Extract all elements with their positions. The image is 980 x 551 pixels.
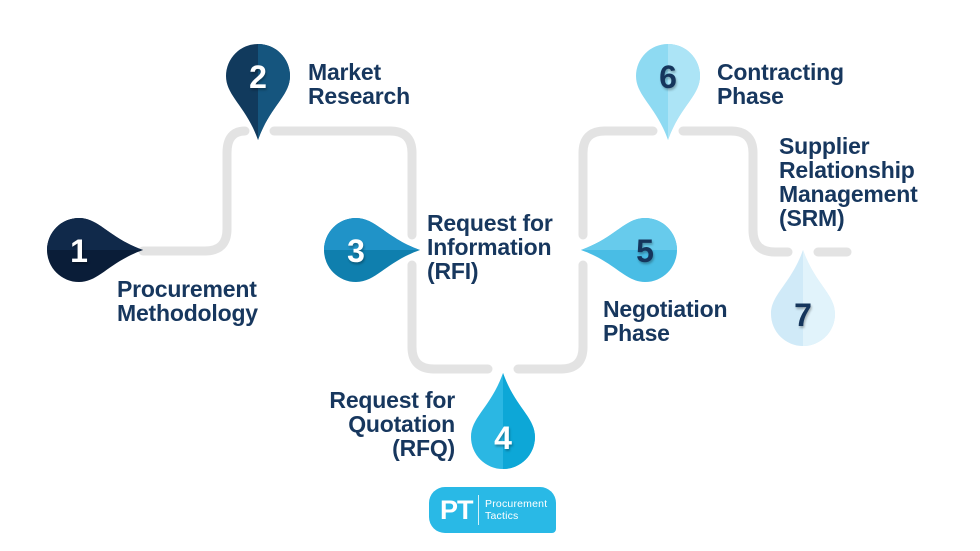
logo-monogram: PT — [440, 494, 474, 525]
step-label-4: Request for Quotation (RFQ) — [329, 387, 455, 461]
step-marker-7: 7 — [767, 246, 839, 350]
logo-name: Procurement Tactics — [485, 498, 547, 523]
step-number-1: 1 — [70, 233, 88, 269]
logo-divider — [477, 495, 480, 525]
step-marker-4: 4 — [467, 369, 539, 473]
step-marker-5: 5 — [577, 214, 681, 286]
step-label-6: Contracting Phase — [717, 59, 844, 109]
drop-shape-2-highlight — [258, 44, 290, 140]
drop-shape-3-highlight — [324, 218, 420, 250]
drop-shape-5-highlight — [581, 218, 677, 250]
step-number-3: 3 — [347, 233, 365, 269]
step-number-7: 7 — [794, 297, 812, 333]
step-marker-2: 2 — [222, 40, 294, 144]
logo-name-line1: Procurement — [485, 497, 548, 510]
drop-shape-4-highlight — [503, 373, 535, 469]
drop-shape-1-highlight — [47, 218, 143, 250]
step-marker-6: 6 — [632, 40, 704, 144]
step-number-6: 6 — [659, 59, 677, 95]
logo-procurement-tactics: PT Procurement Tactics — [429, 487, 556, 533]
drop-shape-7-highlight — [803, 250, 835, 346]
step-number-4: 4 — [494, 420, 512, 456]
step-label-1: Procurement Methodology — [117, 276, 258, 326]
step-label-2: Market Research — [308, 59, 410, 109]
step-marker-3: 3 — [320, 214, 424, 286]
step-label-5: Negotiation Phase — [603, 296, 728, 346]
logo-name-line2: Tactics — [485, 510, 519, 522]
step-number-5: 5 — [636, 233, 654, 269]
drop-shape-6-highlight — [668, 44, 700, 140]
step-label-7: Supplier Relationship Management (SRM) — [779, 133, 918, 231]
step-marker-1: 1 — [43, 214, 147, 286]
step-label-3: Request for Information (RFI) — [427, 210, 553, 284]
flow-path — [138, 126, 852, 374]
step-number-2: 2 — [249, 59, 267, 95]
